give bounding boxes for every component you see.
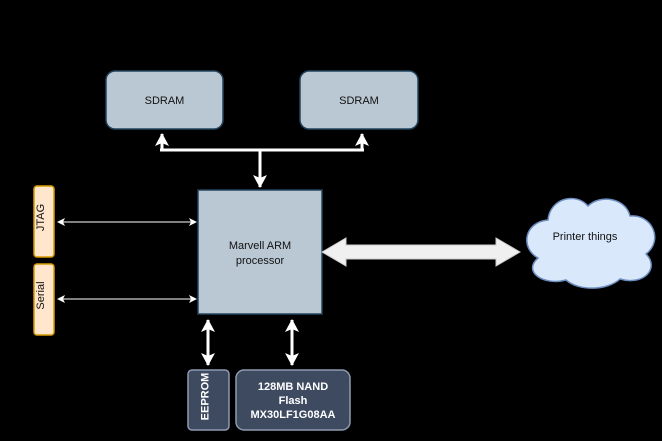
printer-cloud-node: Printer things <box>526 197 656 289</box>
nand-label-line3: MX30LF1G08AA <box>251 409 336 421</box>
processor-node: Marvell ARM processor <box>197 189 323 315</box>
eeprom-label: EEPROM <box>200 373 212 421</box>
processor-label-line1: Marvell ARM <box>229 240 291 252</box>
nand-flash-node: 128MB NAND Flash MX30LF1G08AA <box>235 369 351 431</box>
sdram-left-label: SDRAM <box>145 95 185 107</box>
serial-label: Serial <box>35 281 47 309</box>
nand-label-line1: 128MB NAND <box>258 381 328 393</box>
serial-node: Serial <box>33 263 55 336</box>
nand-label-line2: Flash <box>279 395 308 407</box>
processor-label-line2: processor <box>236 255 285 267</box>
sdram-right-label: SDRAM <box>339 95 379 107</box>
jtag-label: JTAG <box>35 204 47 231</box>
eeprom-node: EEPROM <box>187 369 230 431</box>
printer-label: Printer things <box>553 231 618 243</box>
jtag-node: JTAG <box>33 185 55 258</box>
sdram-right-node: SDRAM <box>299 70 419 130</box>
printer-connector <box>321 237 521 267</box>
sdram-left-node: SDRAM <box>105 70 224 130</box>
sdram-bus <box>155 133 369 188</box>
